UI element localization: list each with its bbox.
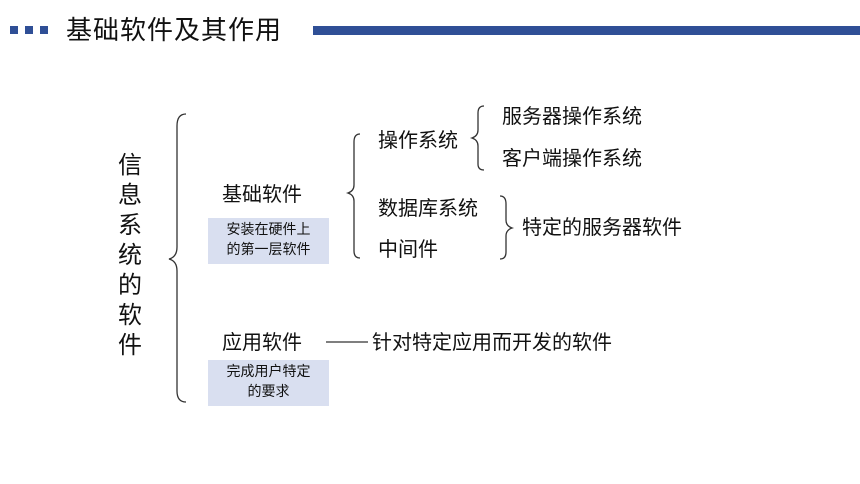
basic-brace bbox=[345, 133, 361, 259]
basic-software-note-line-1: 安装在硬件上 bbox=[226, 222, 311, 238]
header-bar bbox=[313, 26, 860, 35]
database-label: 数据库系统 bbox=[378, 196, 478, 220]
basic-software-note: 安装在硬件上 的第一层软件 bbox=[208, 218, 329, 264]
root-label: 信息系统的软件 bbox=[118, 151, 142, 359]
application-software-description: 针对特定应用而开发的软件 bbox=[372, 330, 612, 354]
root-brace bbox=[168, 113, 187, 403]
client-os-label: 客户端操作系统 bbox=[502, 146, 642, 170]
header-square-2 bbox=[25, 26, 33, 34]
application-software-note-line-2: 的要求 bbox=[247, 384, 290, 400]
basic-software-label: 基础软件 bbox=[222, 182, 302, 206]
page-title: 基础软件及其作用 bbox=[66, 16, 283, 46]
header-square-1 bbox=[10, 26, 18, 34]
header-square-3 bbox=[40, 26, 48, 34]
server-brace bbox=[499, 195, 515, 260]
os-label: 操作系统 bbox=[378, 128, 458, 152]
application-software-note: 完成用户特定 的要求 bbox=[208, 360, 329, 406]
application-software-label: 应用软件 bbox=[222, 330, 302, 354]
application-software-note-line-1: 完成用户特定 bbox=[226, 364, 311, 380]
middleware-label: 中间件 bbox=[378, 237, 438, 261]
os-brace bbox=[469, 105, 485, 171]
server-software-label: 特定的服务器软件 bbox=[522, 215, 682, 239]
basic-software-note-line-2: 的第一层软件 bbox=[226, 242, 311, 258]
server-os-label: 服务器操作系统 bbox=[502, 104, 642, 128]
